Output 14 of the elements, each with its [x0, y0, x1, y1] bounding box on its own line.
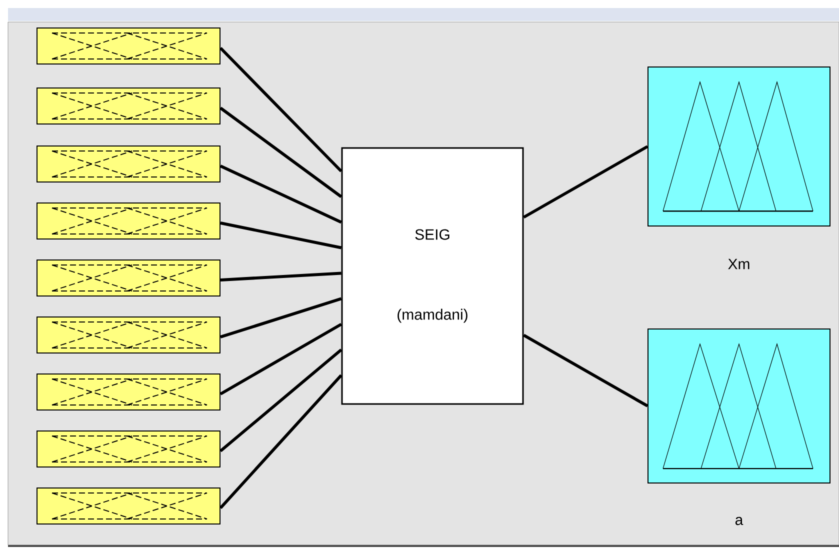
connector-line	[220, 164, 342, 224]
connector-line	[219, 374, 342, 509]
connector-line	[220, 106, 342, 198]
connector-line	[523, 145, 648, 219]
connector-line	[220, 297, 342, 338]
system-box: SEIG (mamdani)	[341, 147, 524, 405]
connector-line	[220, 272, 342, 282]
connector-line	[220, 348, 342, 452]
connector-line	[523, 334, 648, 408]
connector-line	[219, 46, 342, 172]
connector-line	[220, 322, 342, 396]
connector-line	[220, 222, 342, 250]
output-label: Xm	[728, 258, 750, 270]
output-label: a	[735, 516, 744, 526]
